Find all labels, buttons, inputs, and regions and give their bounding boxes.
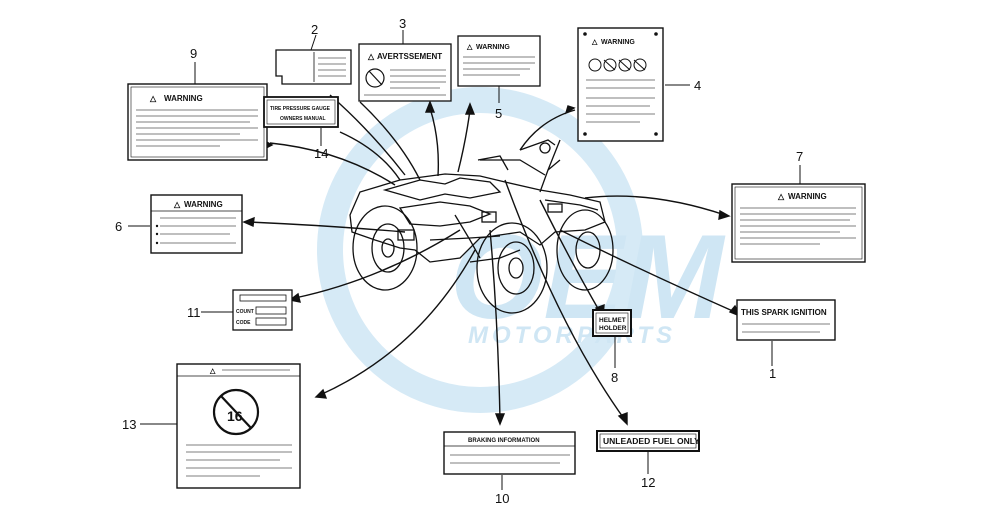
label-7-warning: △ WARNING <box>731 183 866 263</box>
label-3-avertissement: △ AVERTSSEMENT <box>358 43 452 102</box>
callout-ticks <box>128 30 801 490</box>
label-12-title: UNLEADED FUEL ONLY <box>603 436 700 446</box>
svg-text:△: △ <box>149 94 157 103</box>
svg-text:△: △ <box>591 39 598 46</box>
callout-5: 5 <box>495 106 502 121</box>
label-8-helmet-holder: HELMET HOLDER <box>592 309 632 337</box>
atv-illustration <box>349 139 614 314</box>
callout-3: 3 <box>399 16 406 31</box>
callout-11: 11 <box>187 305 201 320</box>
label-8-line2: HOLDER <box>599 325 627 332</box>
label-10-title: BRAKING INFORMATION <box>468 438 540 444</box>
label-4-title: WARNING <box>601 39 635 46</box>
svg-text:△: △ <box>466 44 473 51</box>
no-passenger-icon <box>365 68 385 88</box>
callout-9: 9 <box>190 46 197 61</box>
callout-numbers: 1 2 3 4 5 6 7 8 9 10 11 12 13 14 <box>115 16 803 506</box>
callout-2: 2 <box>311 22 318 37</box>
watermark-sub: MOTORPARTS <box>468 322 676 349</box>
callout-12: 12 <box>641 475 655 490</box>
label-11-code: CODE <box>236 320 251 326</box>
label-14-line2: OWNERS MANUAL <box>280 116 326 122</box>
label-5-title: WARNING <box>476 44 510 51</box>
label-8-line1: HELMET <box>599 317 626 324</box>
svg-text:△: △ <box>367 52 375 61</box>
watermark: OEM MOTORPARTS <box>317 87 726 413</box>
label-12-unleaded-fuel: UNLEADED FUEL ONLY <box>596 430 700 452</box>
label-2 <box>275 49 352 85</box>
label-3-title: AVERTSSEMENT <box>377 52 442 61</box>
callout-6: 6 <box>115 219 122 234</box>
label-14-tire-pressure: TIRE PRESSURE GAUGE OWNERS MANUAL <box>263 96 339 128</box>
callout-4: 4 <box>694 78 701 93</box>
svg-text:△: △ <box>209 368 216 375</box>
label-5-warning: △ WARNING <box>457 35 541 87</box>
label-14-line1: TIRE PRESSURE GAUGE <box>270 106 331 112</box>
svg-text:△: △ <box>777 192 785 201</box>
callout-7: 7 <box>796 149 803 164</box>
label-7-title: WARNING <box>788 192 827 201</box>
callout-1: 1 <box>769 366 776 381</box>
label-6-title: WARNING <box>184 200 223 209</box>
svg-text:△: △ <box>173 200 181 209</box>
label-1-spark-ignition: THIS SPARK IGNITION <box>736 299 836 341</box>
label-11-count-code: COUNT CODE <box>232 289 293 331</box>
label-9-title: WARNING <box>164 94 203 103</box>
label-10-braking-info: BRAKING INFORMATION <box>443 431 576 475</box>
under-16-prohibited-icon <box>212 388 260 436</box>
label-4-warning: △ WARNING <box>577 27 664 142</box>
label-13-age: 16 <box>227 408 243 424</box>
label-1-title: THIS SPARK IGNITION <box>741 308 827 317</box>
callout-8: 8 <box>611 370 618 385</box>
label-6-warning: △ WARNING <box>150 194 243 254</box>
label-11-count: COUNT <box>236 309 254 315</box>
callout-10: 10 <box>495 491 509 506</box>
callout-13: 13 <box>122 417 136 432</box>
label-9-warning: WARNING △ <box>127 83 268 161</box>
label-13-age-warning: △ 16 <box>176 363 301 489</box>
callout-14: 14 <box>314 146 328 161</box>
